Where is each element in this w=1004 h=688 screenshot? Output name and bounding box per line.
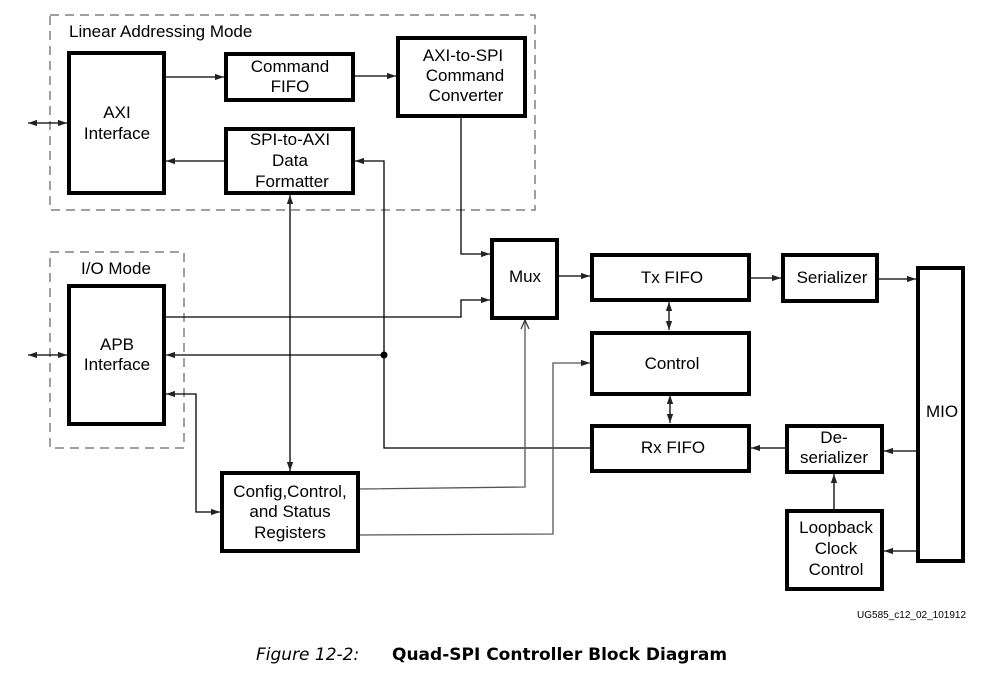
- block-axi-interface: AXI Interface: [67, 51, 166, 195]
- block-label: Data: [272, 151, 308, 170]
- block-label: and Status: [249, 502, 330, 521]
- block-label: MIO: [926, 402, 958, 421]
- block-label: Config,Control,: [233, 482, 346, 501]
- connection-wires: [28, 72, 918, 555]
- block-rx-fifo: Rx FIFO: [590, 424, 751, 473]
- block-label: SPI-to-AXI: [250, 130, 330, 149]
- wire-apb-registers: [166, 390, 220, 516]
- block-label: Tx FIFO: [641, 268, 703, 287]
- block-label: Command: [251, 57, 329, 76]
- block-label: Loopback: [799, 518, 873, 537]
- block-label: FIFO: [271, 77, 310, 96]
- block-deserializer: De- serializer: [785, 424, 884, 474]
- block-label: Serializer: [797, 268, 868, 287]
- block-spi-to-axi-data-formatter: SPI-to-AXI Data Formatter: [224, 127, 355, 195]
- block-label: Interface: [84, 124, 150, 143]
- junction-dot: [380, 351, 388, 359]
- block-axi-to-spi-command-converter: AXI-to-SPI Command Converter: [396, 36, 527, 118]
- block-config-control-status-registers: Config,Control, and Status Registers: [220, 471, 360, 553]
- block-label: De-: [820, 428, 847, 447]
- block-label: Registers: [254, 523, 326, 542]
- block-label: Command: [426, 66, 504, 85]
- block-label: APB: [100, 335, 134, 354]
- io-mode-label: I/O Mode: [81, 259, 151, 278]
- block-label: Mux: [509, 267, 542, 286]
- block-mio: MIO: [916, 266, 965, 563]
- figure-number: Figure 12-2:: [256, 645, 359, 665]
- wire-apb-mux: [164, 296, 490, 318]
- figure-id: UG585_c12_02_101912: [857, 610, 966, 621]
- block-label: Control: [809, 560, 864, 579]
- wire-rx-fifo-spi-to-axi: [355, 157, 592, 449]
- block-apb-interface: APB Interface: [67, 284, 166, 426]
- block-mux: Mux: [490, 238, 559, 320]
- block-command-fifo: Command FIFO: [224, 52, 355, 102]
- block-control: Control: [590, 331, 751, 396]
- block-label: AXI: [103, 103, 130, 122]
- block-tx-fifo: Tx FIFO: [590, 253, 751, 302]
- block-serializer: Serializer: [781, 253, 879, 303]
- wire-registers-control: [357, 359, 590, 536]
- block-label: Interface: [84, 355, 150, 374]
- linear-addressing-mode-label: Linear Addressing Mode: [69, 22, 252, 41]
- io-mode-group: [49, 251, 185, 449]
- block-label: serializer: [800, 448, 868, 467]
- block-label: Clock: [815, 539, 858, 558]
- block-loopback-clock-control: Loopback Clock Control: [785, 509, 884, 591]
- wire-axi-to-spi-mux: [460, 116, 490, 258]
- block-label: Control: [645, 354, 700, 373]
- figure-title: Quad-SPI Controller Block Diagram: [392, 645, 727, 665]
- block-label: AXI-to-SPI: [423, 46, 503, 65]
- block-label: Formatter: [255, 172, 329, 191]
- block-label: Converter: [429, 86, 504, 105]
- wire-registers-mux: [357, 320, 525, 490]
- block-label: Rx FIFO: [641, 438, 705, 457]
